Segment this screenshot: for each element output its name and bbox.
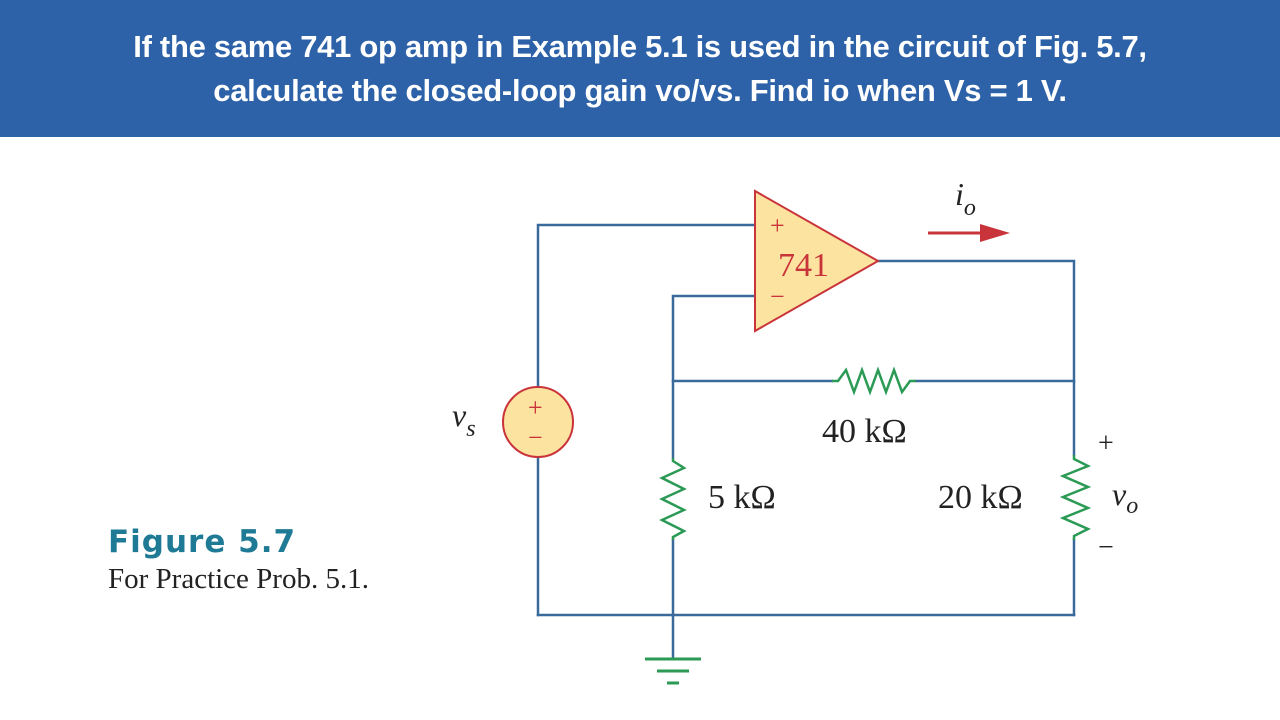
voltage-source [502,386,574,458]
opamp-plus-sign: + [770,211,785,240]
resistor-5k-label: 5 kΩ [708,479,776,516]
wires [536,223,1076,661]
current-label: io [955,176,976,221]
source-label: vs [452,397,476,442]
vo-plus-sign: + [1098,428,1114,459]
source-plus-sign: + [528,393,543,422]
vo-minus-sign: − [1098,532,1114,563]
wire-inverting-input [671,294,757,460]
wire-output [876,259,1076,457]
resistor-20k-icon [1059,455,1092,540]
opamp-741 [754,189,881,333]
opamp-label: 741 [778,247,829,284]
resistor-20k-label: 20 kΩ [938,479,1023,516]
wire-noninverting-input [536,223,757,402]
problem-banner: If the same 741 op amp in Example 5.1 is… [0,0,1280,137]
opamp-minus-sign: − [770,282,785,311]
vo-label: vo [1112,476,1138,519]
resistor-40k-icon [832,366,916,396]
figure-subtitle: For Practice Prob. 5.1. [108,563,369,595]
current-arrow-icon [928,224,1010,242]
ground-icon [645,657,701,685]
problem-text-line-2: calculate the closed-loop gain vo/vs. Fi… [213,72,1067,108]
source-minus-sign: − [528,423,543,452]
problem-text-line-1: If the same 741 op amp in Example 5.1 is… [133,28,1147,64]
figure-number: Figure 5.7 [108,524,297,560]
resistor-40k-label: 40 kΩ [822,413,907,450]
resistor-5k-icon [659,458,687,540]
figure-caption: Figure 5.7 For Practice Prob. 5.1. [108,522,369,596]
